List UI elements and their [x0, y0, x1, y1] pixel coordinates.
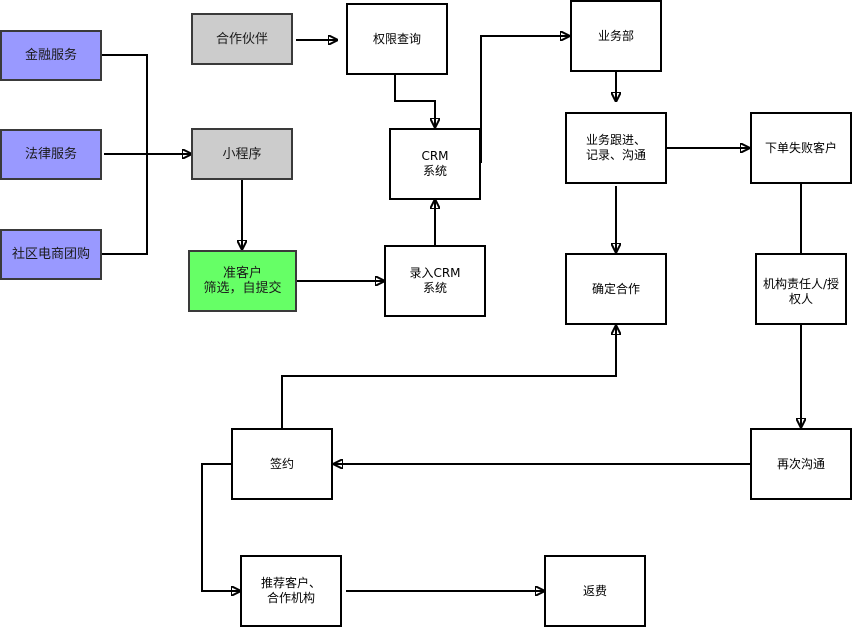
- edge-sign-to-recommend: [201, 463, 240, 591]
- edge-permission-to-crm: [394, 74, 435, 127]
- node-rebate[interactable]: 返费: [544, 555, 646, 627]
- node-business-dept[interactable]: 业务部: [570, 0, 662, 72]
- node-sign-contract[interactable]: 签约: [231, 428, 333, 500]
- node-crm-system[interactable]: CRM 系统: [389, 128, 481, 200]
- node-prospect[interactable]: 准客户 筛选，自提交: [188, 250, 297, 312]
- node-partner[interactable]: 合作伙伴: [191, 13, 293, 65]
- node-entry-crm[interactable]: 录入CRM 系统: [384, 245, 486, 317]
- node-mini-program[interactable]: 小程序: [191, 128, 293, 180]
- node-failed-order-customer[interactable]: 下单失败客户: [750, 112, 852, 184]
- node-confirm-cooperation[interactable]: 确定合作: [565, 253, 667, 325]
- node-finance-service[interactable]: 金融服务: [0, 30, 102, 81]
- node-legal-service[interactable]: 法律服务: [0, 129, 102, 180]
- edge-sign-to-confirm: [281, 326, 616, 429]
- node-recommend-customer[interactable]: 推荐客户、 合作机构: [240, 555, 342, 627]
- node-community-group-buy[interactable]: 社区电商团购: [0, 229, 102, 280]
- node-followup[interactable]: 业务跟进、 记录、沟通: [565, 112, 667, 184]
- edge-crm-to-business: [480, 36, 569, 163]
- node-responsible-person[interactable]: 机构责任人/授权人: [755, 253, 847, 325]
- node-recommunicate[interactable]: 再次沟通: [750, 428, 852, 500]
- node-permission-query[interactable]: 权限查询: [346, 3, 448, 75]
